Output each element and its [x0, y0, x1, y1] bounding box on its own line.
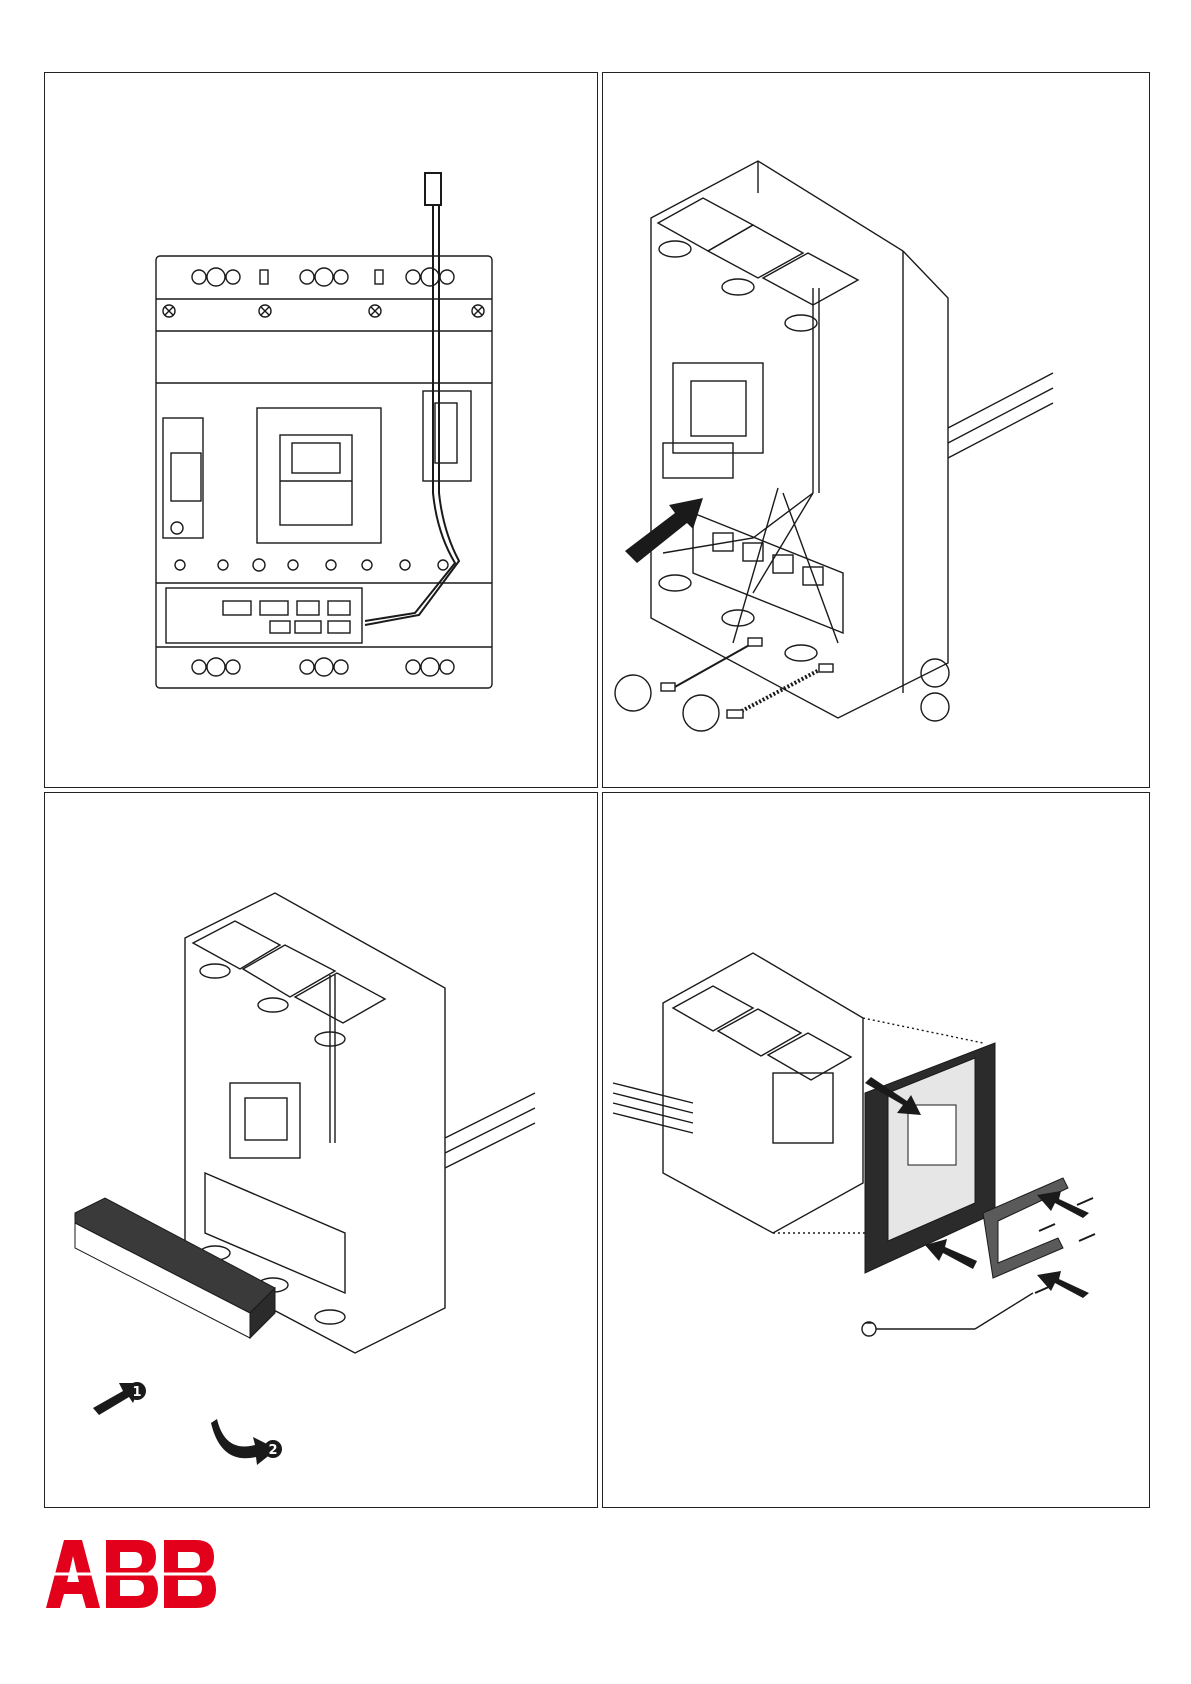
step-2-label: 2	[268, 1443, 277, 1458]
callout-circle	[683, 695, 719, 731]
front-cover-part	[75, 1198, 275, 1338]
callout-circle	[921, 693, 949, 721]
screw-rotation-icon	[862, 1293, 1033, 1336]
mounting-plate	[865, 1043, 995, 1273]
breaker-front-view-drawing	[45, 73, 599, 789]
step-2-arrow	[211, 1419, 277, 1465]
panel-cable-connection	[602, 72, 1150, 788]
auxiliary-cable	[365, 173, 459, 625]
breaker-isometric-drawing	[603, 73, 1151, 789]
callout-circle	[921, 659, 949, 687]
callout-circle	[615, 675, 651, 711]
panel-plate-mounting	[602, 792, 1150, 1508]
breaker-cover-drawing: 1 2	[45, 793, 599, 1509]
step-1-label: 1	[132, 1385, 141, 1400]
top-terminal-holes	[192, 268, 454, 286]
abb-logo	[44, 1538, 220, 1610]
breaker-plate-drawing	[603, 793, 1151, 1509]
panel-cover-fitting: 1 2	[44, 792, 598, 1508]
panel-front-view	[44, 72, 598, 788]
